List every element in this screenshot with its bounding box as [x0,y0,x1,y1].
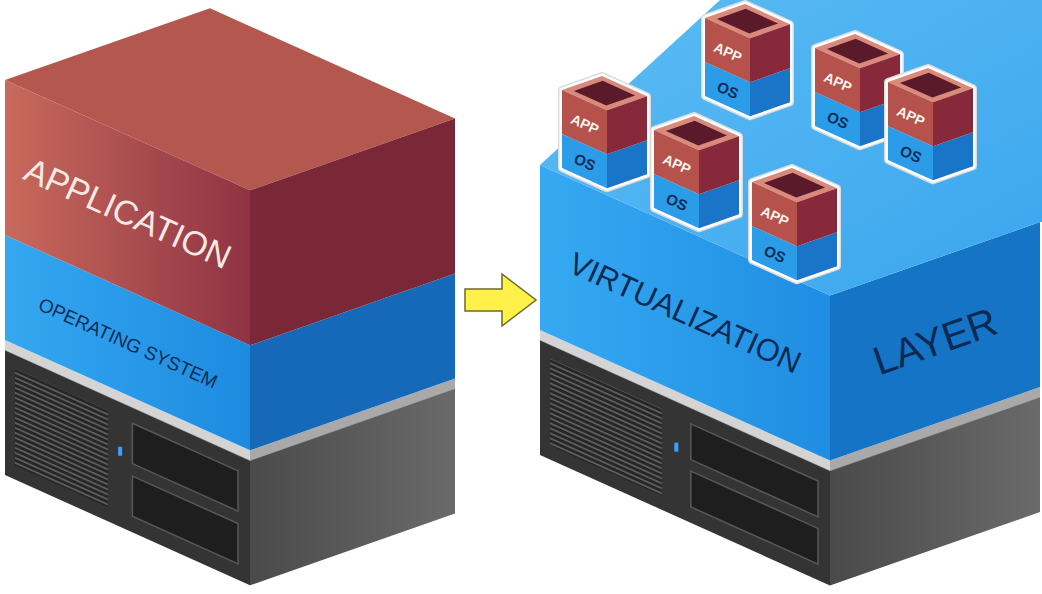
vm-outline [654,116,739,228]
layer-label: APP [894,104,926,129]
layer-label: APPLICATION [19,151,236,273]
layer-label: APP [711,40,743,65]
vm-layer: OS [888,126,933,180]
vm-app-side [699,136,739,194]
layer-label: APP [660,152,692,177]
vm-layer: OS [752,226,797,280]
vm-app-side [797,188,837,246]
vm-layer: OS [562,134,607,188]
vm-outline [705,4,790,116]
layer-label: OS [715,79,741,102]
vm-outline [888,68,973,180]
vm-app-side [607,96,647,154]
vm-outline [752,168,837,280]
layer-label: VIRTUALIZATION [564,247,805,378]
layer-label: APP [568,112,600,137]
vm-outline [562,76,647,188]
vm-layer: OS [815,92,860,146]
vm-layer: APP [815,48,860,112]
vm-outline [562,76,647,188]
virtualization-layer-front [540,165,830,461]
vm-app-opening [764,173,825,198]
vm-outline [752,168,837,280]
vm-layer: APP [562,90,607,154]
layer-label: OPERATING SYSTEM [35,294,220,391]
layer-label: OS [825,109,851,132]
vm-app-side [750,24,790,82]
layer-label: APP [821,70,853,95]
vm-outline [654,116,739,228]
application-box: APPLICATION [5,8,455,345]
vm-layer: APP [752,182,797,246]
application-block-side [250,119,455,346]
vm-app-side [933,88,973,146]
layer-label: APP [758,204,790,229]
vm-layer: APP [888,82,933,146]
layer-label: OS [664,191,690,214]
vm-layer: OS [654,174,699,228]
vm-app-opening [827,39,888,64]
virtualization-layer: VIRTUALIZATION LAYER APP OS APP OS APP OS APP OS A… [540,0,1042,460]
layer-label: OS [572,151,598,174]
vm-outline [888,68,973,180]
vm-outline [705,4,790,116]
vm-layer: OS [705,62,750,116]
vm-app-opening [900,73,961,98]
drive-bay [691,471,818,564]
illustration-group [5,0,1042,586]
layer-label: OS [762,243,788,266]
vm-layer: APP [654,130,699,194]
block-arrow [465,274,536,326]
vm-app-opening [666,121,727,146]
os-layer: OPERATING SYSTEM [5,235,455,450]
power-led [118,447,122,456]
layer-label: LAYER [868,301,1002,381]
vm-app-opening [574,81,635,106]
drive-bay [132,476,238,564]
vm-app-opening [717,9,778,34]
layer-label: OS [898,143,924,166]
power-led [674,443,678,452]
virtualization-layer-top [540,0,1042,296]
vm-layer: APP [705,18,750,82]
